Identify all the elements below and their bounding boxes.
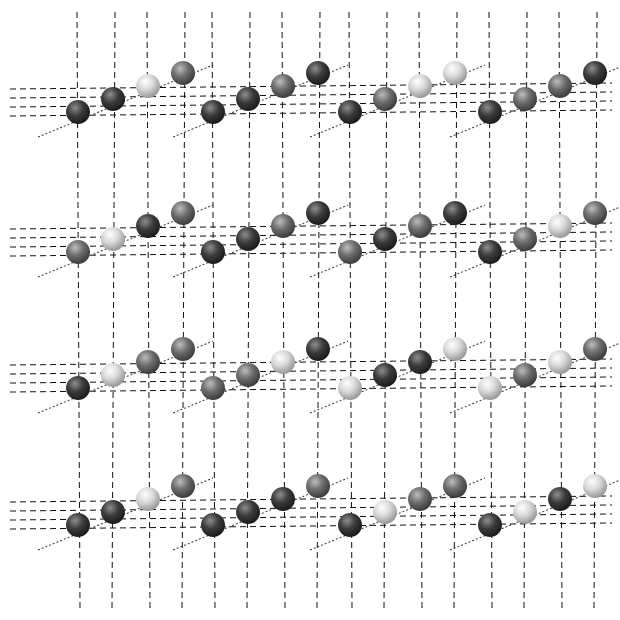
atom-ball-light <box>443 337 467 361</box>
atom-ball-mid <box>271 214 295 238</box>
atom-ball-dark <box>338 100 362 124</box>
atom-ball-dark <box>306 337 330 361</box>
atom-ball-dark <box>101 500 125 524</box>
horizontal-grid-line <box>9 249 613 257</box>
vertical-grid-line <box>146 11 151 609</box>
atom-ball-mid <box>408 487 432 511</box>
atom-ball-dark <box>201 100 225 124</box>
atom-ball-dark <box>271 487 295 511</box>
atom-ball-mid <box>171 201 195 225</box>
atom-ball-dark <box>306 201 330 225</box>
atom-ball-dark <box>66 513 90 537</box>
atom-ball-mid <box>171 474 195 498</box>
atom-ball-dark <box>478 513 502 537</box>
vertical-grid-line <box>418 11 423 609</box>
atom-ball-light <box>101 363 125 387</box>
atom-ball-dark <box>443 201 467 225</box>
atom-ball-dark <box>548 487 572 511</box>
atom-ball-dark <box>201 240 225 264</box>
atom-ball-light <box>513 500 537 524</box>
atom-ball-dark <box>136 214 160 238</box>
atom-ball-dark <box>373 227 397 251</box>
atom-ball-dark <box>306 61 330 85</box>
atom-balls <box>66 61 607 537</box>
atom-ball-dark <box>478 100 502 124</box>
atom-ball-mid <box>338 240 362 264</box>
atom-ball-mid <box>443 474 467 498</box>
atom-ball-mid <box>171 61 195 85</box>
horizontal-grid-line <box>9 522 613 530</box>
atom-ball-mid <box>271 74 295 98</box>
atom-ball-mid <box>201 376 225 400</box>
atom-ball-light <box>443 61 467 85</box>
atom-ball-mid <box>513 227 537 251</box>
atom-ball-mid <box>171 337 195 361</box>
atom-ball-dark <box>236 87 260 111</box>
atom-ball-light <box>136 487 160 511</box>
atom-ball-dark <box>236 227 260 251</box>
atom-ball-mid <box>306 474 330 498</box>
atom-ball-mid <box>373 87 397 111</box>
atom-ball-dark <box>66 376 90 400</box>
vertical-grid-line <box>316 11 321 609</box>
horizontal-grid-line <box>9 385 613 393</box>
atom-ball-mid <box>136 350 160 374</box>
atom-ball-mid <box>236 363 260 387</box>
atom-ball-dark <box>478 240 502 264</box>
atom-ball-dark <box>201 513 225 537</box>
atom-ball-dark <box>66 100 90 124</box>
atom-ball-light <box>101 227 125 251</box>
diagonal-lines <box>37 64 620 551</box>
atom-ball-light <box>373 500 397 524</box>
vertical-grid-line <box>453 11 458 609</box>
vertical-grid-line <box>281 11 286 609</box>
atom-ball-light <box>583 474 607 498</box>
atom-ball-dark <box>408 350 432 374</box>
atom-ball-dark <box>236 500 260 524</box>
atom-ball-light <box>548 214 572 238</box>
atom-ball-mid <box>408 214 432 238</box>
atom-ball-dark <box>338 513 362 537</box>
atom-ball-light <box>271 350 295 374</box>
atom-ball-mid <box>66 240 90 264</box>
atom-ball-mid <box>513 363 537 387</box>
atom-ball-light <box>478 376 502 400</box>
atom-ball-light <box>408 74 432 98</box>
atom-ball-dark <box>583 61 607 85</box>
atom-ball-light <box>548 350 572 374</box>
atom-ball-mid <box>513 87 537 111</box>
horizontal-grid-line <box>9 109 613 117</box>
atom-ball-dark <box>101 87 125 111</box>
atom-ball-mid <box>583 337 607 361</box>
atom-ball-dark <box>373 363 397 387</box>
atom-ball-mid <box>548 74 572 98</box>
atom-ball-light <box>338 376 362 400</box>
atom-ball-mid <box>583 201 607 225</box>
atom-ball-light <box>136 74 160 98</box>
